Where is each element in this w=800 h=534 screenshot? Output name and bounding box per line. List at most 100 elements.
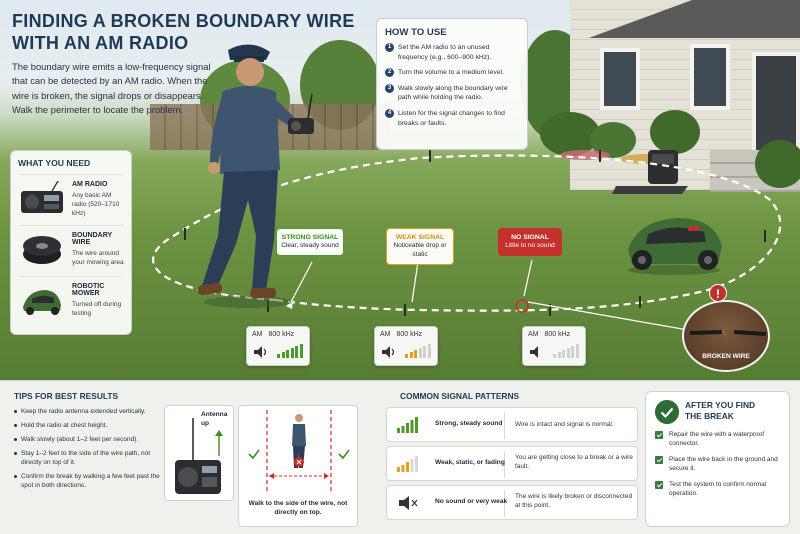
pattern-row-strong: Strong, steady sound Wire is intact and … xyxy=(386,407,638,442)
need-item-desc: Any basic AM radio (520–1710 kHz) xyxy=(72,192,120,217)
step-text: Walk slowly along the boundary wire path… xyxy=(398,84,508,102)
how-to-use-panel: HOW TO USE 1 Set the AM radio to an unuse… xyxy=(376,18,528,150)
checkbox-checked-icon xyxy=(655,456,663,464)
tip-item: Hold the radio at chest height. xyxy=(14,421,164,430)
need-item-desc: The wire around your mowing area xyxy=(72,250,124,266)
patterns-title: COMMON SIGNAL PATTERNS xyxy=(400,391,520,401)
tip-item: Walk slowly (about 1–2 feet per second). xyxy=(14,435,164,444)
callout-title: NO SIGNAL xyxy=(511,234,549,241)
signal-meter-strong: AM 800 kHz xyxy=(246,326,310,366)
row-divider xyxy=(504,412,505,439)
signal-bar xyxy=(290,348,294,358)
callout-no-signal: NO SIGNAL Little to no sound xyxy=(498,228,562,256)
after-item-text: Repair the wire with a waterproof connec… xyxy=(669,431,765,447)
callout-weak-signal: WEAK SIGNAL Noticeable drop or static xyxy=(386,228,454,265)
check-circle-icon xyxy=(655,400,679,424)
after-item: Repair the wire with a waterproof connec… xyxy=(655,430,780,448)
flower-bed xyxy=(620,154,670,164)
radio-icon xyxy=(175,418,221,494)
page-title: FINDING A BROKEN BOUNDARY WIRE WITH AN A… xyxy=(12,10,355,54)
signal-bar xyxy=(571,346,574,358)
checkbox-checked-icon xyxy=(655,481,663,489)
meter-readout: AM 800 kHz xyxy=(252,331,304,338)
step-number: 2 xyxy=(385,68,394,78)
after-item-text: Place the wire back in the ground and se… xyxy=(669,456,778,472)
how-to-title: HOW TO USE xyxy=(385,27,447,38)
step-number: 3 xyxy=(385,83,394,93)
pattern-desc: Wire is intact and signal is normal. xyxy=(515,421,614,428)
intro-text: The boundary wire emits a low-frequency … xyxy=(12,61,211,116)
title-line: WITH AN AM RADIO xyxy=(12,33,189,53)
step-text: Listen for the signal changes to find br… xyxy=(398,109,505,127)
meter-readout: AM 800 kHz xyxy=(380,331,432,338)
callout-strong-signal: STRONG SIGNAL Clear, steady sound xyxy=(276,228,344,256)
title-line: FINDING A BROKEN BOUNDARY WIRE xyxy=(12,11,355,31)
person-with-radio xyxy=(197,44,314,308)
signal-bar xyxy=(566,348,570,358)
callout-desc: Clear, steady sound xyxy=(281,242,339,250)
signal-bar xyxy=(277,354,280,358)
how-to-step: 2 Turn the volume to a medium level. xyxy=(385,68,519,78)
signal-bar xyxy=(553,354,556,358)
need-item-name: AM RADIO xyxy=(72,181,108,188)
after-you-find-panel: AFTER YOU FIND THE BREAK Repair the wire… xyxy=(645,391,790,527)
need-item-name: BOUNDARY WIRE xyxy=(72,232,113,246)
tip-item: Keep the radio antenna extended vertical… xyxy=(14,407,164,416)
robotic-mower xyxy=(628,218,722,275)
signal-patterns-panel: COMMON SIGNAL PATTERNS Strong, steady so… xyxy=(386,391,638,524)
pattern-name: Weak, static, or fading xyxy=(435,459,505,466)
pattern-name: No sound or very weak xyxy=(435,498,508,505)
speaker-muted-icon xyxy=(530,346,538,358)
callout-desc: Noticeable drop or static xyxy=(393,242,447,258)
signal-bar xyxy=(281,352,285,358)
signal-bar xyxy=(299,344,303,358)
tips-panel: TIPS FOR BEST RESULTS Keep the radio ant… xyxy=(14,391,164,495)
pattern-desc: The wire is likely broken or disconnecte… xyxy=(515,493,633,509)
walk-caption: Walk to the side of the wire, not direct… xyxy=(248,500,348,516)
meter-band: AM xyxy=(252,331,263,338)
speaker-muted-icon xyxy=(399,496,418,510)
warning-icon: ! xyxy=(709,284,727,302)
meter-frequency: 800 kHz xyxy=(268,331,295,338)
step-text: Turn the volume to a medium level. xyxy=(398,69,504,77)
signal-bar xyxy=(562,350,565,358)
step-text: Set the AM radio to an unused frequency … xyxy=(398,44,492,61)
need-item-name: ROBOTIC MOWER xyxy=(72,283,105,297)
after-title-line: THE BREAK xyxy=(685,411,734,421)
broken-wire-closeup: BROKEN WIRE xyxy=(682,300,770,372)
need-item-mower: ROBOTIC MOWER Turned off during testing xyxy=(18,276,124,327)
meter-band: AM xyxy=(528,331,539,338)
antenna-label: Antenna up xyxy=(201,411,228,427)
radio-icon xyxy=(21,181,63,213)
step-number: 1 xyxy=(385,43,394,52)
signal-bar xyxy=(295,346,298,358)
after-header: AFTER YOU FIND THE BREAK xyxy=(655,400,780,430)
weak-signal-bars-icon xyxy=(397,456,418,472)
signal-bar xyxy=(414,350,417,358)
signal-bar xyxy=(409,352,413,358)
meter-band: AM xyxy=(380,331,391,338)
robot-mower-icon xyxy=(23,290,61,315)
signal-bar xyxy=(418,348,422,358)
need-item-wire: BOUNDARY WIRE The wire around your mowin… xyxy=(18,225,124,276)
flower-bed xyxy=(560,150,610,160)
strong-signal-bars-icon xyxy=(397,417,418,433)
need-item-desc: Turned off during testing xyxy=(72,301,122,317)
meter-frequency: 800 kHz xyxy=(396,331,423,338)
after-item: Place the wire back in the ground and se… xyxy=(655,455,780,473)
signal-meter-weak: AM 800 kHz xyxy=(374,326,438,366)
checkbox-checked-icon xyxy=(655,431,663,439)
charging-station xyxy=(612,150,688,194)
signal-bar xyxy=(575,344,579,358)
after-item-text: Test the system to confirm normal operat… xyxy=(669,481,767,497)
pattern-row-weak: Weak, static, or fading You are getting … xyxy=(386,446,638,481)
walk-beside-wire-illustration: Walk to the side of the wire, not direct… xyxy=(238,405,358,527)
bush xyxy=(650,110,700,154)
house-window xyxy=(600,48,640,110)
how-to-step: 1 Set the AM radio to an unused frequency… xyxy=(385,43,519,62)
signal-bar xyxy=(427,344,431,358)
bush xyxy=(755,140,800,188)
what-you-need-panel: WHAT YOU NEED AM RADIO Any basic AM radi… xyxy=(10,150,132,335)
speaker-icon xyxy=(254,346,267,358)
